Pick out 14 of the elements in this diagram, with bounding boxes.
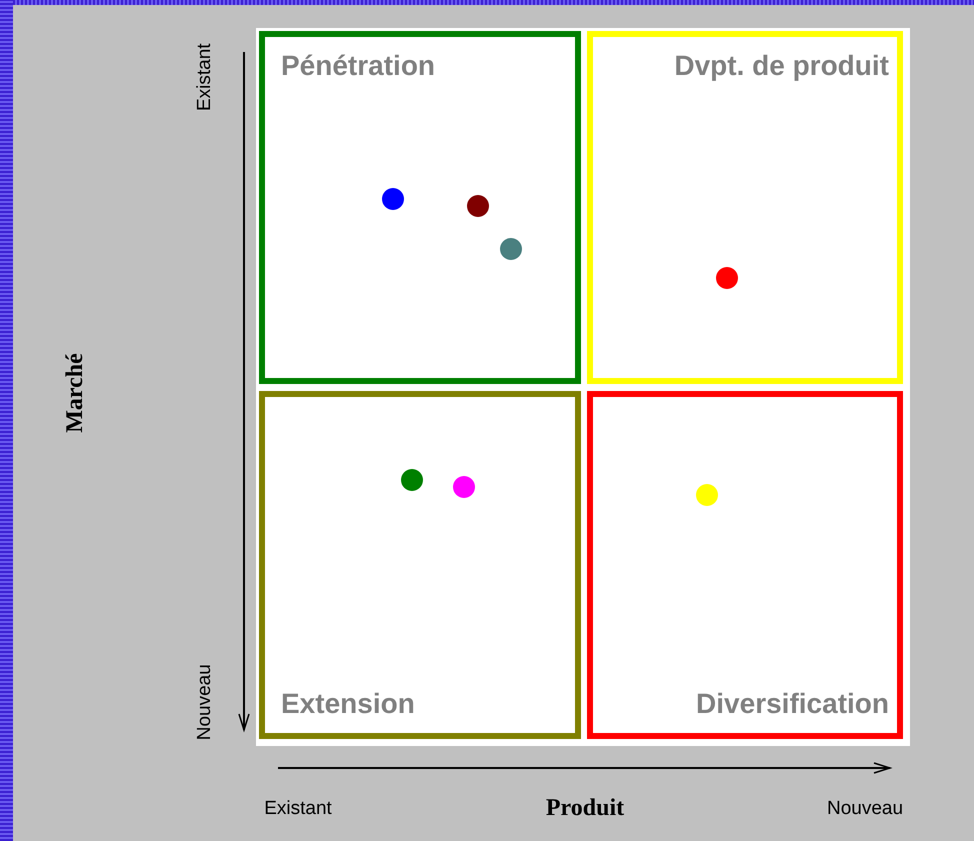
quadrant-box: [259, 31, 581, 384]
quadrant-title: Dvpt. de produit: [674, 49, 889, 83]
axis-label: Nouveau: [192, 663, 216, 742]
axis-label: Existant: [192, 42, 216, 114]
axis-label: Nouveau: [826, 797, 904, 821]
axis-title: Produit: [544, 794, 626, 823]
quadrant-title: Pénétration: [281, 49, 436, 83]
quadrant-box: [259, 391, 581, 739]
quadrant-box: [587, 31, 903, 384]
axis-label: Existant: [263, 797, 333, 821]
quadrant-box: [587, 391, 903, 739]
quadrant-title: Diversification: [696, 687, 889, 721]
quadrant-title: Extension: [281, 687, 415, 721]
axis-title: Marché: [61, 352, 89, 435]
